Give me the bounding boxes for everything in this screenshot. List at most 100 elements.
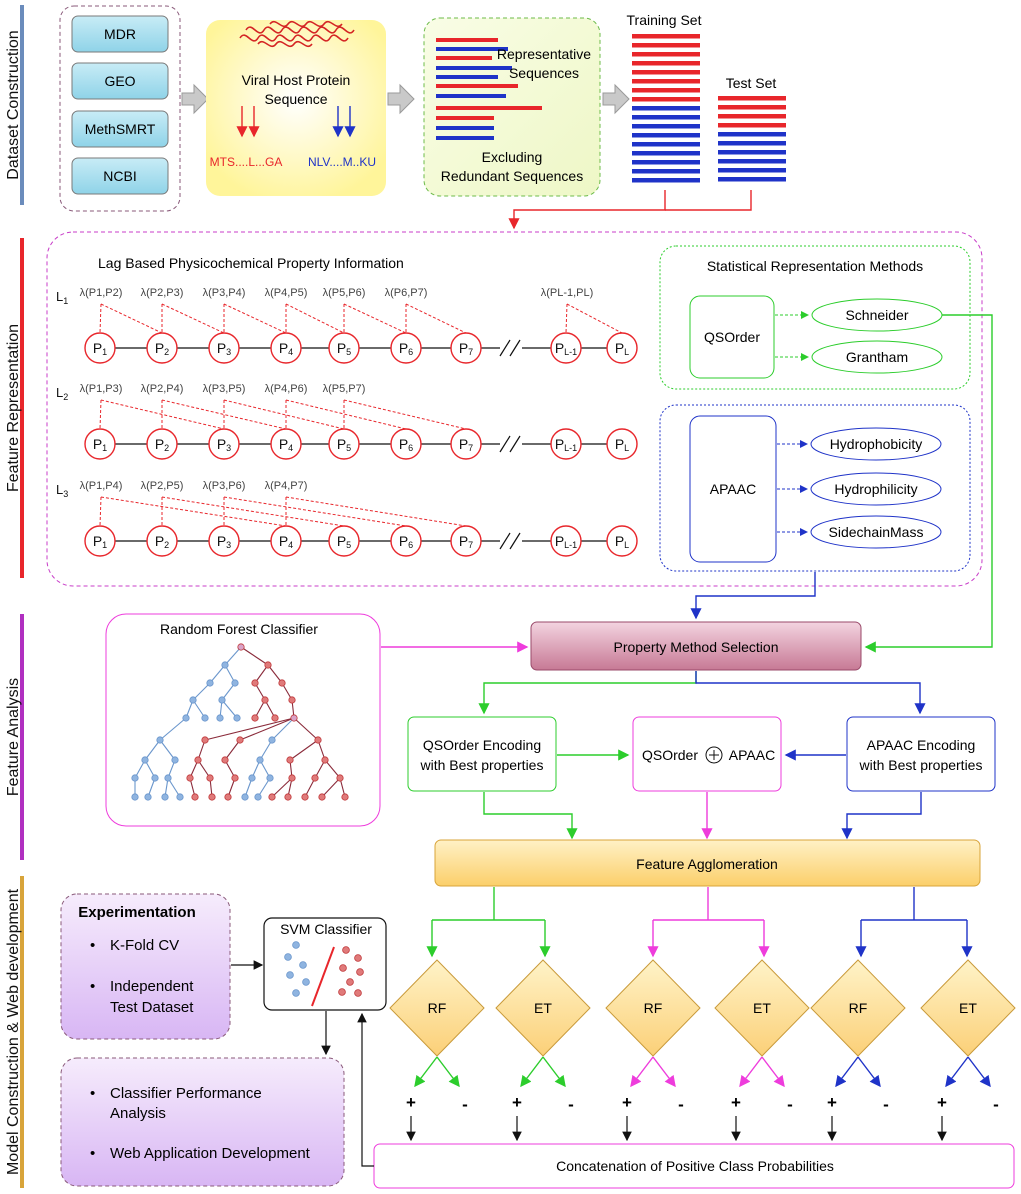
classifier-perf-2: Analysis xyxy=(110,1105,166,1122)
lambda-label: λ(P3,P5) xyxy=(203,383,246,395)
feature-agglomeration-label: Feature Agglomeration xyxy=(636,856,778,872)
break-mark xyxy=(499,435,511,453)
tree-node xyxy=(231,774,239,782)
property-node-sub: L xyxy=(624,443,629,453)
test-to-feature-arrow xyxy=(665,190,752,211)
lambda-link xyxy=(285,303,345,334)
tree-edge xyxy=(159,739,176,761)
source-label: MethSMRT xyxy=(85,121,156,137)
test-line xyxy=(718,177,786,182)
lambda-link xyxy=(285,399,407,430)
property-node-sub: 2 xyxy=(164,443,169,453)
flow-arrow-icon xyxy=(387,83,415,115)
property-node-sub: 3 xyxy=(226,347,231,357)
svm-hyperplane xyxy=(311,946,335,1007)
tree-node xyxy=(286,756,294,764)
tree-node xyxy=(191,793,199,801)
tree-node xyxy=(208,793,216,801)
classifier-label: RF xyxy=(644,1000,663,1016)
plus-sign: + xyxy=(827,1093,837,1112)
apaac-to-selection-arrow xyxy=(690,572,816,620)
break-mark xyxy=(499,532,511,550)
flow-arrow-icon xyxy=(181,83,209,115)
bullet-icon: • xyxy=(90,1145,95,1162)
tree-node xyxy=(194,756,202,764)
source-label: NCBI xyxy=(103,168,136,184)
apaac-encoding-1: APAAC Encoding xyxy=(867,737,976,753)
tree-node xyxy=(251,679,259,687)
lambda-label: λ(P4,P7) xyxy=(265,480,308,492)
bullet-icon: • xyxy=(90,1085,95,1102)
sequence-line xyxy=(436,106,542,110)
sequence-line xyxy=(436,38,498,42)
property-node xyxy=(208,428,240,460)
lambda-label: λ(P2,P4) xyxy=(141,383,184,395)
plus-sign: + xyxy=(512,1093,522,1112)
property-node xyxy=(606,525,638,557)
combo-left: QSOrder xyxy=(642,747,698,763)
tree-node xyxy=(251,714,259,722)
property-node xyxy=(84,332,116,364)
tree-node xyxy=(156,736,164,744)
training-line xyxy=(632,115,700,120)
tree-edge xyxy=(271,717,295,741)
tree-node xyxy=(221,756,229,764)
bullet-icon: • xyxy=(90,978,95,995)
classifier-diamond xyxy=(605,959,701,1057)
training-line xyxy=(632,124,700,129)
test-line xyxy=(718,141,786,146)
break-mark xyxy=(509,435,521,453)
random-forest-label: Random Forest Classifier xyxy=(160,621,318,637)
ap-to-agglomeration-arrow xyxy=(841,792,922,840)
tree-node xyxy=(301,793,309,801)
property-node-sub: 7 xyxy=(468,540,473,550)
web-app-label: Web Application Development xyxy=(110,1145,311,1162)
lambda-label: λ(P1,P3) xyxy=(80,383,123,395)
tree-edge xyxy=(209,664,226,684)
apaac-encoding-box xyxy=(846,716,996,792)
test-line xyxy=(718,159,786,164)
representative-1: Representative xyxy=(497,46,591,62)
property-node xyxy=(146,525,178,557)
training-line xyxy=(632,34,700,39)
sequence-line xyxy=(436,94,506,98)
model-bar xyxy=(20,876,24,1188)
tree-node xyxy=(284,793,292,801)
property-node xyxy=(328,428,360,460)
tree-edge xyxy=(159,717,187,741)
lambda-label: λ(P6,P7) xyxy=(385,287,428,299)
protein-helix-icon xyxy=(239,20,355,48)
tree-node xyxy=(182,714,190,722)
plus-sign: + xyxy=(406,1093,416,1112)
experimentation-title: Experimentation xyxy=(78,904,196,921)
test-line xyxy=(718,114,786,119)
property-node-sub: 4 xyxy=(288,540,293,550)
side-label-feature-representation: Feature Representation xyxy=(5,324,22,492)
property-node xyxy=(450,428,482,460)
lambda-link xyxy=(285,496,467,527)
tree-node xyxy=(261,696,269,704)
svm-dot-blue xyxy=(292,941,300,949)
property-node-sub: 6 xyxy=(408,347,413,357)
property-node-sub: 5 xyxy=(346,443,351,453)
svm-dot-blue xyxy=(292,989,300,997)
tree-node xyxy=(206,679,214,687)
independent-label: Independent xyxy=(110,978,194,995)
classifier-label: ET xyxy=(534,1000,552,1016)
test-line xyxy=(718,150,786,155)
property-node-sub: 5 xyxy=(346,540,351,550)
classifier-diamond xyxy=(810,959,906,1057)
qsorder-label: QSOrder xyxy=(704,329,760,345)
lag-rows: L1λ(P1,P2)λ(P2,P3)λ(P3,P4)λ(P4,P5)λ(P5,P… xyxy=(56,287,638,557)
hydrophilicity-label: Hydrophilicity xyxy=(834,481,917,497)
property-node-sub: 2 xyxy=(164,540,169,550)
statistical-to-selection-arrow xyxy=(864,314,993,653)
property-node xyxy=(328,332,360,364)
qs-to-agglomeration-arrow xyxy=(483,792,578,840)
tree-node xyxy=(201,714,209,722)
positive-branch xyxy=(520,1056,544,1088)
property-node-sub: 7 xyxy=(468,443,473,453)
lambda-link xyxy=(343,303,407,334)
negative-branch xyxy=(436,1056,460,1088)
side-label-model: Model Construction & Web development xyxy=(5,888,22,1175)
